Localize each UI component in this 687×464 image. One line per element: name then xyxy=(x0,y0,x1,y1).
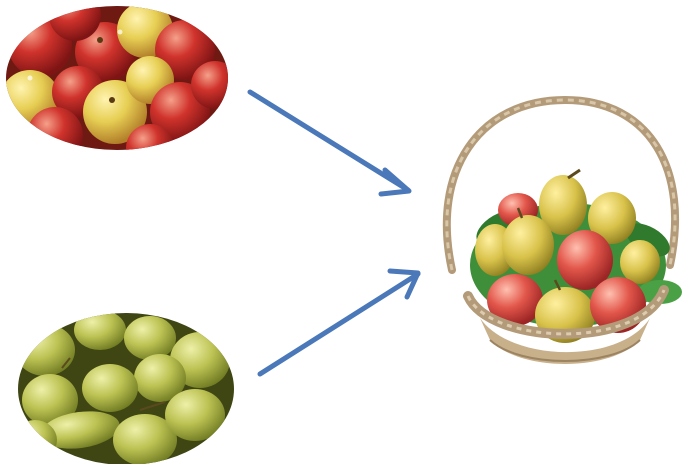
arrow-pears-to-basket xyxy=(260,274,418,374)
apples-image xyxy=(0,0,240,172)
basket-image xyxy=(447,100,682,364)
pears-image xyxy=(10,305,250,464)
arrow-apples-to-basket xyxy=(250,92,408,190)
